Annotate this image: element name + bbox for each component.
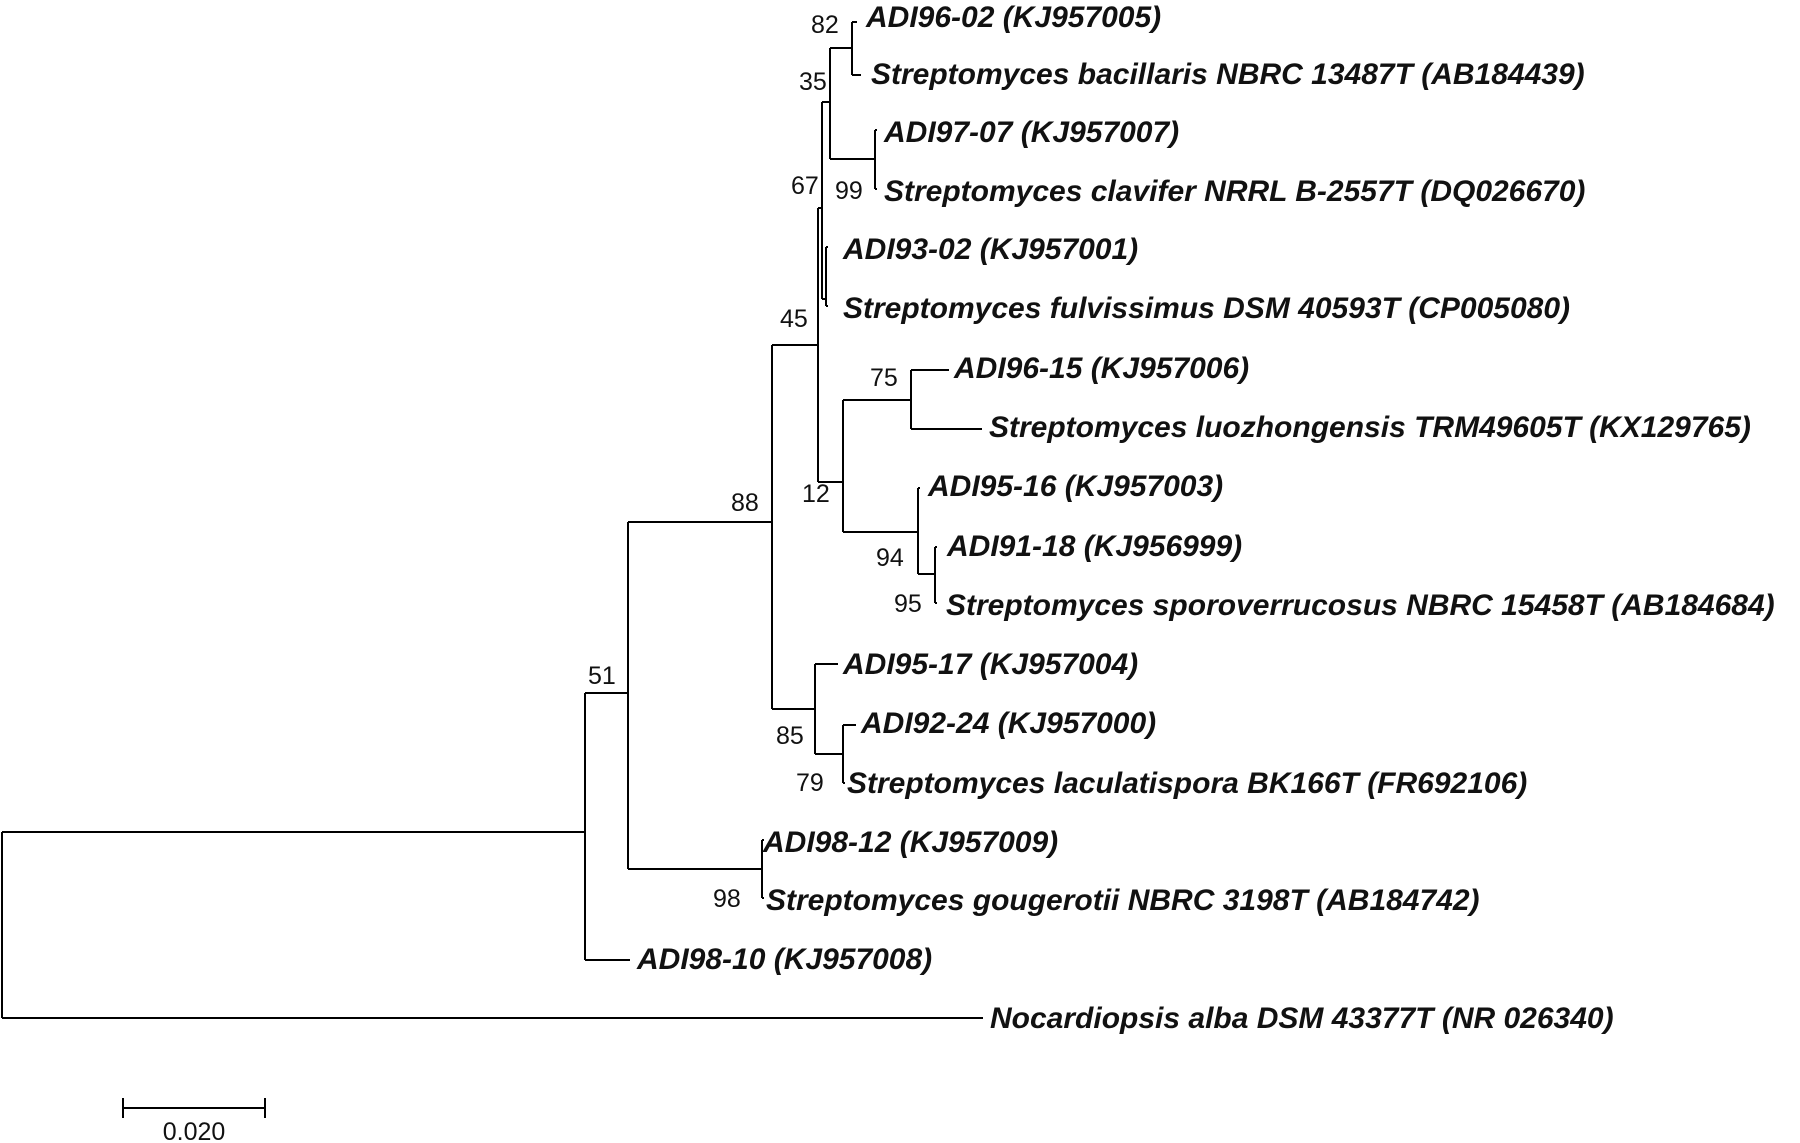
leaf-label-adi96-15: ADI96-15 (KJ957006)	[953, 352, 1249, 385]
leaf-label-adi98-12: ADI98-12 (KJ957009)	[762, 826, 1058, 859]
leaf-label-nocardiopsis: Nocardiopsis alba DSM 43377T (NR 026340)	[990, 1002, 1614, 1035]
bootstrap-94: 94	[876, 544, 904, 572]
bootstrap-12: 12	[802, 480, 830, 508]
bootstrap-82: 82	[811, 11, 839, 39]
leaf-label-bacillaris: Streptomyces bacillaris NBRC 13487T (AB1…	[871, 58, 1585, 91]
leaf-label-adi92-24: ADI92-24 (KJ957000)	[860, 707, 1156, 740]
scale-bar-label: 0.020	[163, 1118, 226, 1143]
bootstrap-67: 67	[791, 172, 819, 200]
leaf-label-laculatispora: Streptomyces laculatispora BK166T (FR692…	[847, 767, 1527, 800]
bootstrap-95: 95	[894, 590, 922, 618]
leaf-label-adi91-18: ADI91-18 (KJ956999)	[946, 530, 1242, 563]
leaf-label-adi98-10: ADI98-10 (KJ957008)	[636, 943, 932, 976]
leaf-label-adi93-02: ADI93-02 (KJ957001)	[842, 233, 1138, 266]
bootstrap-35: 35	[799, 68, 827, 96]
leaf-labels: ADI96-02 (KJ957005) Streptomyces bacilla…	[636, 1, 1775, 1035]
leaf-label-luozhongensis: Streptomyces luozhongensis TRM49605T (KX…	[989, 411, 1751, 444]
leaf-label-sporoverrucosus: Streptomyces sporoverrucosus NBRC 15458T…	[946, 589, 1775, 622]
tree-branches	[1, 21, 983, 1019]
leaf-label-clavifer: Streptomyces clavifer NRRL B-2557T (DQ02…	[884, 175, 1585, 208]
bootstrap-51: 51	[588, 662, 616, 690]
bootstrap-75: 75	[870, 364, 898, 392]
bootstrap-99: 99	[835, 177, 863, 205]
leaf-label-adi95-16: ADI95-16 (KJ957003)	[927, 470, 1223, 503]
bootstrap-values: 82 35 99 67 45 75 12 94 95 88 85 79 98 5…	[588, 11, 922, 913]
bootstrap-88: 88	[731, 489, 759, 517]
bootstrap-85: 85	[776, 722, 804, 750]
bootstrap-98: 98	[713, 885, 741, 913]
leaf-label-adi96-02: ADI96-02 (KJ957005)	[865, 1, 1161, 34]
leaf-label-fulvissimus: Streptomyces fulvissimus DSM 40593T (CP0…	[843, 292, 1570, 325]
leaf-label-gougerotii: Streptomyces gougerotii NBRC 3198T (AB18…	[766, 884, 1480, 917]
leaf-label-adi97-07: ADI97-07 (KJ957007)	[883, 116, 1179, 149]
leaf-label-adi95-17: ADI95-17 (KJ957004)	[842, 648, 1138, 681]
scale-bar: 0.020	[122, 1098, 266, 1143]
bootstrap-79: 79	[796, 769, 824, 797]
bootstrap-45: 45	[780, 305, 808, 333]
